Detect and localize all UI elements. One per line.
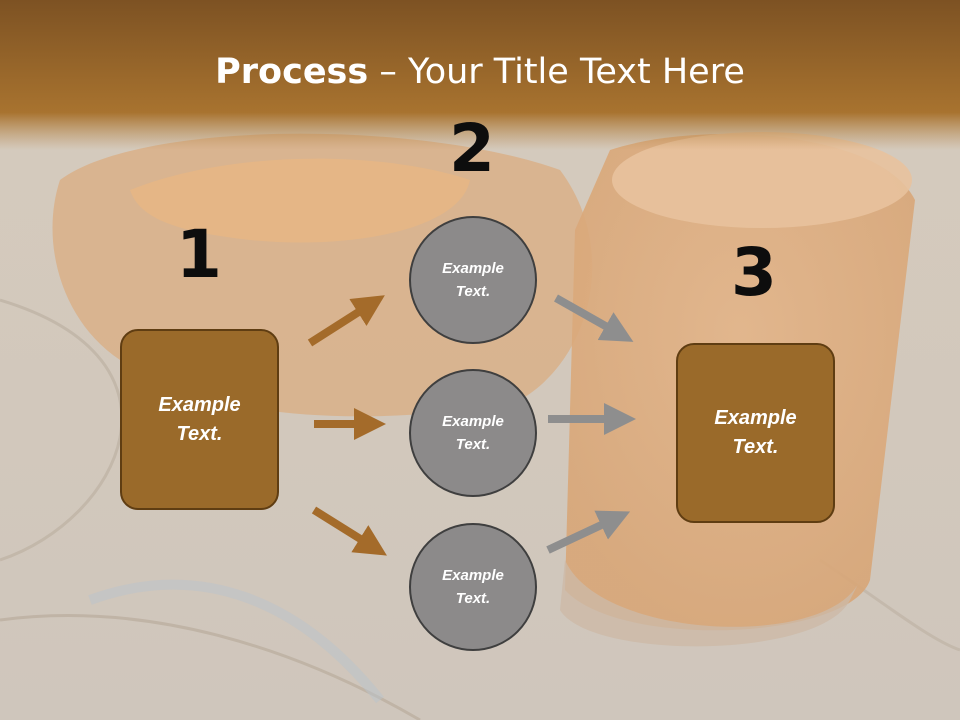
arrow-from-circle-3 <box>546 510 631 554</box>
box-1-line1: Example <box>158 393 241 416</box>
step-number-3: 3 <box>731 234 777 311</box>
circle-2-line2: Text. <box>455 436 491 453</box>
title-rest: – Your Title Text Here <box>368 52 745 92</box>
arrow-to-circle-3 <box>311 506 387 556</box>
circle-3-line1: Example <box>442 567 504 584</box>
step-number-2: 2 <box>449 110 495 187</box>
box-3-line2: Text. <box>732 436 779 458</box>
box-1-line2: Text. <box>176 422 223 445</box>
circle-1-line2: Text. <box>455 283 491 300</box>
title-bold: Process <box>215 52 369 92</box>
circle-2-line1: Example <box>442 413 504 430</box>
arrow-to-circle-1 <box>307 295 385 347</box>
circle-node-2: Example Text. <box>409 369 537 497</box>
slide-title: Process – Your Title Text Here <box>0 52 960 92</box>
circle-1-line1: Example <box>442 260 504 277</box>
circle-node-3: Example Text. <box>409 523 537 651</box>
circle-3-line2: Text. <box>455 590 491 607</box>
box-3-line1: Example <box>714 407 797 429</box>
step-box-1: Example Text. <box>120 329 279 510</box>
step-number-1: 1 <box>176 216 222 293</box>
circle-node-1: Example Text. <box>409 216 537 344</box>
step-box-3: Example Text. <box>676 343 835 523</box>
arrow-from-circle-1 <box>554 294 634 342</box>
